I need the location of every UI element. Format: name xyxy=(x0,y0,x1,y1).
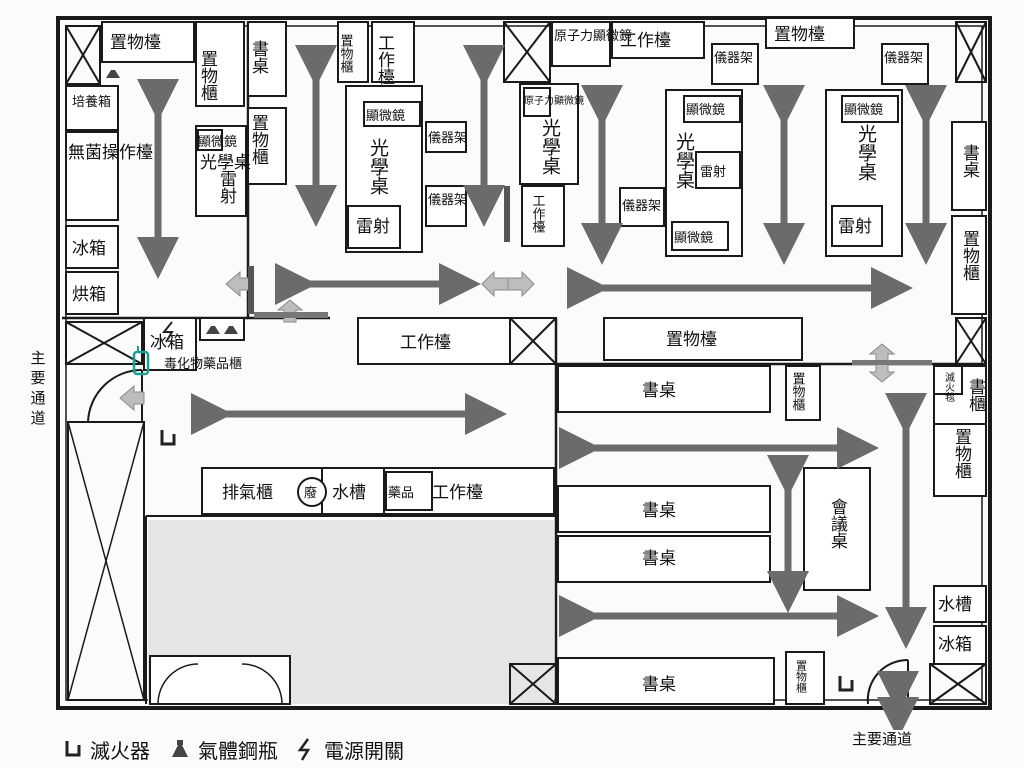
label-cabinet-tl2: 置物櫃 xyxy=(248,114,269,165)
label-afm-small: 原子力顯微鏡 xyxy=(524,94,584,107)
label-bench-b: 工作檯 xyxy=(530,194,546,233)
label-cabinet-m1: 置物櫃 xyxy=(790,372,806,411)
label-rack-c: 儀器架 xyxy=(622,199,661,214)
label-rack-b1: 儀器架 xyxy=(714,51,753,66)
label-microscope-c1: 顯微鏡 xyxy=(686,103,725,118)
label-afm: 原子力顯微鏡 xyxy=(554,29,632,44)
label-laser-l: 雷射 xyxy=(216,170,237,205)
legend-gas-cylinder-label: 氣體鋼瓶 xyxy=(198,738,278,763)
label-oven: 烘箱 xyxy=(72,285,106,305)
label-chem: 藥品 xyxy=(388,486,414,501)
legend-gas-cylinder: 氣體鋼瓶 xyxy=(168,735,278,764)
label-laser-a: 雷射 xyxy=(356,217,390,237)
label-cabinet-m3: 置物櫃 xyxy=(951,428,972,479)
label-bench-top1: 工作檯 xyxy=(374,34,395,85)
label-extinguisher-box: 滅火毯 xyxy=(943,372,955,402)
label-rack-a2: 儀器架 xyxy=(428,193,467,208)
label-desk-1: 書桌 xyxy=(642,381,676,401)
label-fridge-r: 冰箱 xyxy=(938,635,972,655)
label-shelf-mid: 置物檯 xyxy=(666,330,717,350)
label-laser-c: 雷射 xyxy=(700,164,726,180)
legend-power-switch: 電源開關 xyxy=(296,735,404,764)
label-optical-c: 光學桌 xyxy=(673,132,695,189)
label-laser-optical-l: 光學桌 xyxy=(200,153,251,173)
label-bench-top2: 工作檯 xyxy=(620,31,671,51)
label-fridge-mid: 冰箱 xyxy=(150,333,184,353)
label-cabinet-r: 置物櫃 xyxy=(959,230,980,281)
label-toxic-cabinet: 毒化物藥品櫃 xyxy=(164,357,242,372)
extinguisher-icon xyxy=(838,676,854,692)
gas-cylinder-icon xyxy=(172,740,188,757)
legend-extinguisher: 滅火器 xyxy=(62,735,150,764)
label-shelf-top: 置物檯 xyxy=(774,25,825,45)
exit-label-left: 主要通道 xyxy=(30,349,46,427)
outer-wall xyxy=(56,16,992,710)
legend-extinguisher-label: 滅火器 xyxy=(90,738,150,763)
label-fume-hood: 排氣櫃 xyxy=(222,483,273,503)
label-shelf-tl: 置物檯 xyxy=(110,33,161,53)
furniture xyxy=(65,17,987,705)
label-microscope-a: 顯微鏡 xyxy=(366,109,405,124)
label-microscope-c2: 顯微鏡 xyxy=(674,231,713,246)
label-fridge-l: 冰箱 xyxy=(72,239,106,259)
label-sterile-bench: 無菌操作檯 xyxy=(68,143,153,163)
label-meeting-table: 會議桌 xyxy=(827,498,848,549)
label-bench-low: 工作檯 xyxy=(432,483,483,503)
label-microscope-l: 顯微鏡 xyxy=(198,135,237,150)
label-desk-4: 書桌 xyxy=(642,675,676,695)
gas-cylinder-icon xyxy=(106,70,238,334)
label-bench-mid: 工作檯 xyxy=(400,333,451,353)
label-cabinet-m4: 置物櫃 xyxy=(795,660,808,694)
label-laser-d: 雷射 xyxy=(838,217,872,237)
walkways xyxy=(137,45,947,730)
label-cabinet-m2: 書櫃 xyxy=(965,378,986,412)
label-desk-r: 書桌 xyxy=(959,144,980,178)
label-sink-l: 水槽 xyxy=(332,483,366,503)
extinguisher-icon xyxy=(160,430,176,446)
label-microscope-d: 顯微鏡 xyxy=(844,103,883,118)
extinguisher-icon xyxy=(65,741,81,757)
label-desk-tl: 書桌 xyxy=(248,40,269,74)
label-cabinet-tl: 置物櫃 xyxy=(197,50,218,101)
power-switch-icon xyxy=(297,738,311,761)
label-rack-b2: 儀器架 xyxy=(884,51,923,66)
label-culture-box: 培養箱 xyxy=(72,94,111,110)
legend-power-switch-label: 電源開關 xyxy=(324,738,404,763)
label-waste: 廢 xyxy=(304,486,317,501)
label-desk-3: 書桌 xyxy=(642,549,676,569)
legend: 滅火器 氣體鋼瓶 電源開關 xyxy=(62,732,414,766)
label-rack-a1: 儀器架 xyxy=(428,131,467,146)
label-optical-a: 光學桌 xyxy=(367,138,389,195)
floor-plan: 置物檯 置物櫃 書桌 置物櫃 培養箱 無菌操作檯 冰箱 烘箱 顯微鏡 光學桌 雷… xyxy=(56,16,992,730)
exit-label-bottom: 主要通道 xyxy=(852,730,913,748)
power-switch-icon xyxy=(161,321,174,343)
label-sink-r: 水槽 xyxy=(938,595,972,615)
label-optical-b: 光學桌 xyxy=(539,118,561,175)
label-optical-d: 光學桌 xyxy=(855,124,877,181)
toxic-cabinet-icon xyxy=(132,346,150,376)
label-desk-2: 書桌 xyxy=(642,501,676,521)
label-cabinet-r1: 置物櫃 xyxy=(338,34,354,73)
